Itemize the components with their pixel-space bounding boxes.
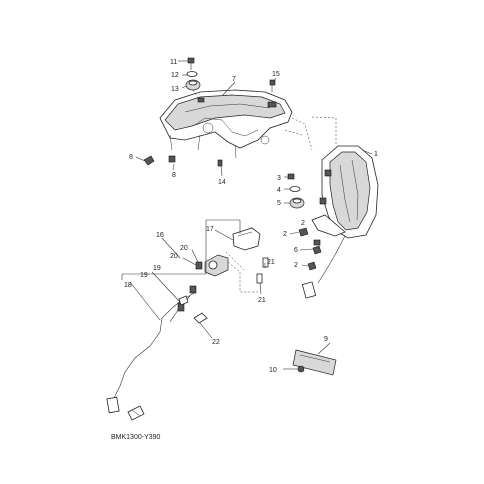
callout-11: 13: [171, 86, 179, 93]
callout-12: 14: [218, 179, 226, 186]
callout-20-b: 20: [170, 253, 178, 260]
callout-10: 12: [171, 72, 179, 79]
callout-13: 15: [272, 71, 280, 78]
callout-16: 16: [156, 232, 164, 239]
callout-4: 4: [277, 187, 281, 194]
callout-18: 18: [124, 282, 132, 289]
clip-6: [313, 239, 321, 246]
washer-10: [186, 71, 198, 77]
callout-9: 11: [170, 59, 177, 66]
diagram-reference-code: BMK1300-Y390: [111, 434, 161, 441]
callout-5: 5: [277, 200, 281, 207]
coupler: [127, 405, 145, 421]
screw-8-left: [143, 155, 155, 166]
callout-7: 7: [232, 76, 236, 83]
reflector-14: [292, 349, 337, 376]
callout-8-left: 8: [129, 154, 133, 161]
lamp-housing-16: [204, 254, 229, 277]
screw-12: [217, 159, 223, 167]
callout-22: 22: [212, 339, 220, 346]
callout-6: 6: [294, 247, 298, 254]
callout-21-a: 21: [267, 259, 275, 266]
callout-8-right: 8: [172, 172, 176, 179]
bolt-9: [187, 57, 195, 70]
headlight-assembly-upper: [159, 89, 293, 159]
bolt-13: [269, 79, 276, 92]
connector-22: [193, 312, 208, 324]
grommet-11: [185, 79, 201, 91]
screw-2-a: [298, 227, 309, 237]
callout-20-a: 20: [180, 245, 188, 252]
bulb-socket-20: [189, 261, 203, 294]
callout-3: 3: [277, 175, 281, 182]
grommet-5: [289, 197, 305, 209]
callout-2-c: 2: [301, 220, 305, 227]
wire-harness-18: [106, 291, 197, 414]
callout-labels: 11 12 13 7 15 8 8 14 1 3 4 5 2 6 2 2 16 …: [124, 59, 378, 374]
callout-1: 1: [374, 151, 378, 158]
callout-21-b: 21: [258, 297, 266, 304]
screw-2-b: [312, 245, 322, 255]
headlight-lens-assembly: [311, 145, 379, 239]
nut-15: [297, 365, 305, 373]
screw-2-c: [307, 261, 317, 271]
callout-15: 10: [269, 367, 277, 374]
washer-4: [289, 186, 301, 192]
bolt-21-a: [262, 257, 269, 268]
clamp-19-a: [178, 295, 189, 306]
callout-2-b: 2: [294, 262, 298, 269]
leader-lines: [121, 60, 373, 370]
callout-19-b: 19: [140, 272, 148, 279]
callout-19-a: 19: [153, 265, 161, 272]
headlight-harness: [301, 235, 346, 299]
callout-14: 9: [324, 336, 328, 343]
callout-2-a: 2: [283, 231, 287, 238]
bolt-21-b: [256, 273, 263, 284]
position-lamp-lens-17: [232, 227, 261, 251]
screw-8-right: [168, 155, 176, 163]
bolt-3: [287, 173, 295, 180]
callout-17: 17: [206, 226, 214, 233]
